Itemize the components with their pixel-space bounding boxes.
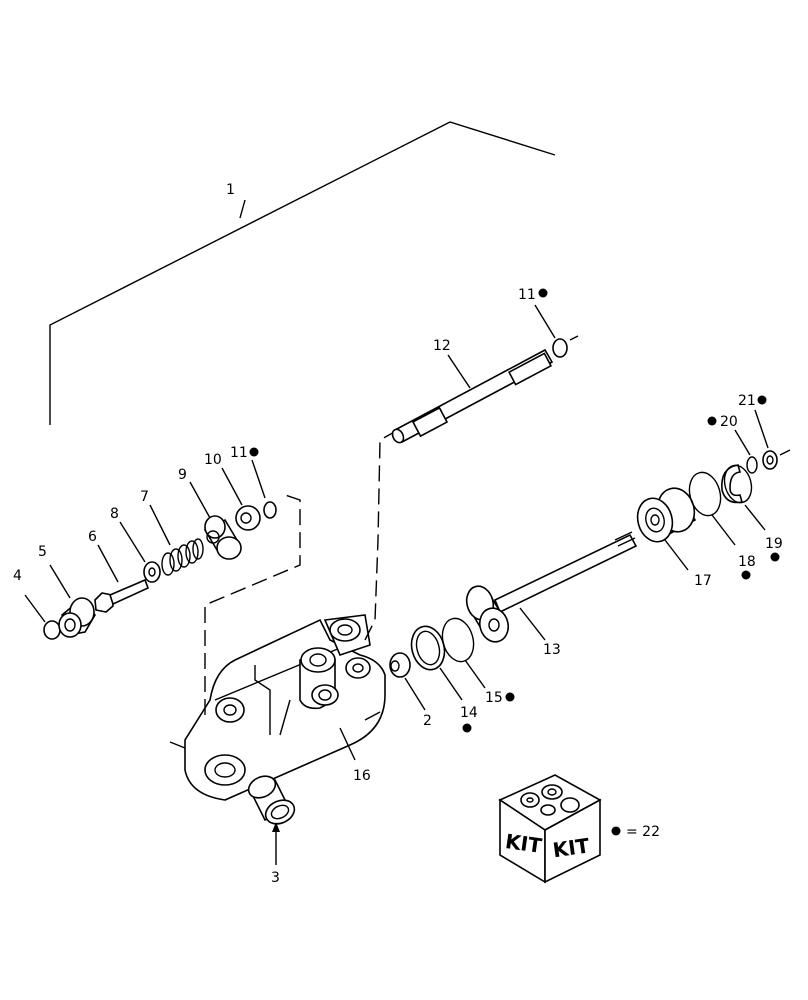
piston-17 (636, 487, 697, 543)
callout-21: 21 (738, 393, 756, 409)
leader-19 (744, 504, 766, 531)
leader-11-left (251, 459, 266, 499)
callout-13: 13 (543, 642, 561, 658)
callout-4: 4 (13, 568, 22, 584)
o-ring-11-top (552, 338, 568, 358)
dashed-connector-top (364, 429, 399, 641)
rod-12 (391, 348, 554, 444)
callout-20: 20 (720, 414, 738, 430)
leader-20 (734, 429, 751, 456)
callout-14: 14 (460, 705, 478, 721)
callout-7: 7 (140, 489, 149, 505)
kit-dot-21 (757, 395, 767, 405)
kit-label-right: KIT (551, 833, 591, 862)
callout-19: 19 (765, 536, 783, 552)
callout-6: 6 (88, 529, 97, 545)
valve-body (169, 614, 386, 801)
callout-12: 12 (433, 338, 451, 354)
o-ring-18 (688, 471, 722, 517)
callout-5: 5 (38, 544, 47, 560)
leader-13 (519, 607, 546, 641)
kit-dot-18 (741, 570, 751, 580)
callout-1: 1 (226, 182, 235, 198)
leader-6 (97, 544, 119, 583)
ring-14 (410, 625, 446, 671)
o-ring-11-left (263, 501, 277, 519)
bushing (247, 775, 296, 825)
leader-4 (24, 594, 46, 623)
leader-9 (189, 481, 211, 519)
leader-12 (447, 354, 471, 389)
o-ring-20 (746, 456, 758, 474)
leader-15 (464, 659, 486, 689)
leader-1 (239, 199, 246, 219)
kit-legend: = 22 (626, 824, 660, 840)
leader-18 (711, 514, 736, 546)
cap (58, 597, 97, 638)
leader-14 (439, 667, 463, 701)
leader-17 (664, 539, 689, 571)
washer-21 (762, 450, 778, 470)
leader-7 (149, 504, 171, 546)
leader-8 (119, 521, 146, 563)
kit-dot-19 (770, 552, 780, 562)
assembly-bracket (49, 121, 556, 425)
kit-dot-11-left (249, 447, 259, 457)
kit-dot-15 (505, 692, 515, 702)
callout-15: 15 (485, 690, 503, 706)
snap-ring-19 (721, 464, 753, 504)
kit-dot-20 (707, 416, 717, 426)
kit-label-left: KIT (504, 829, 544, 858)
callout-11-top: 11 (518, 287, 536, 303)
washer (143, 561, 161, 583)
callout-3: 3 (271, 870, 280, 886)
callout-11-left: 11 (230, 445, 248, 461)
leader-2 (404, 677, 426, 711)
leader-5 (49, 564, 71, 599)
nut-2 (389, 652, 411, 678)
callout-16: 16 (353, 768, 371, 784)
seat (235, 505, 261, 531)
o-ring-15 (441, 617, 475, 663)
kit-dot-legend (611, 826, 621, 836)
callout-9: 9 (178, 467, 187, 483)
callout-2: 2 (423, 713, 432, 729)
arrow-3 (272, 822, 280, 832)
dashed-connector-left (204, 494, 301, 715)
kit-box-icon: KIT KIT (498, 774, 602, 884)
fittings-icon (520, 784, 580, 816)
callout-18: 18 (738, 554, 756, 570)
bolt (94, 578, 150, 613)
leader-21 (754, 409, 769, 449)
spool (203, 515, 242, 560)
spring (161, 538, 204, 576)
callout-17: 17 (694, 573, 712, 589)
leader-10 (221, 467, 243, 506)
piston-rod-13 (465, 531, 638, 643)
kit-dot-11-top (538, 288, 548, 298)
leader-16 (339, 727, 356, 761)
callout-10: 10 (204, 452, 222, 468)
leader-11-top (534, 304, 556, 339)
kit-dot-14 (462, 723, 472, 733)
callout-8: 8 (110, 506, 119, 522)
plug (43, 620, 61, 640)
